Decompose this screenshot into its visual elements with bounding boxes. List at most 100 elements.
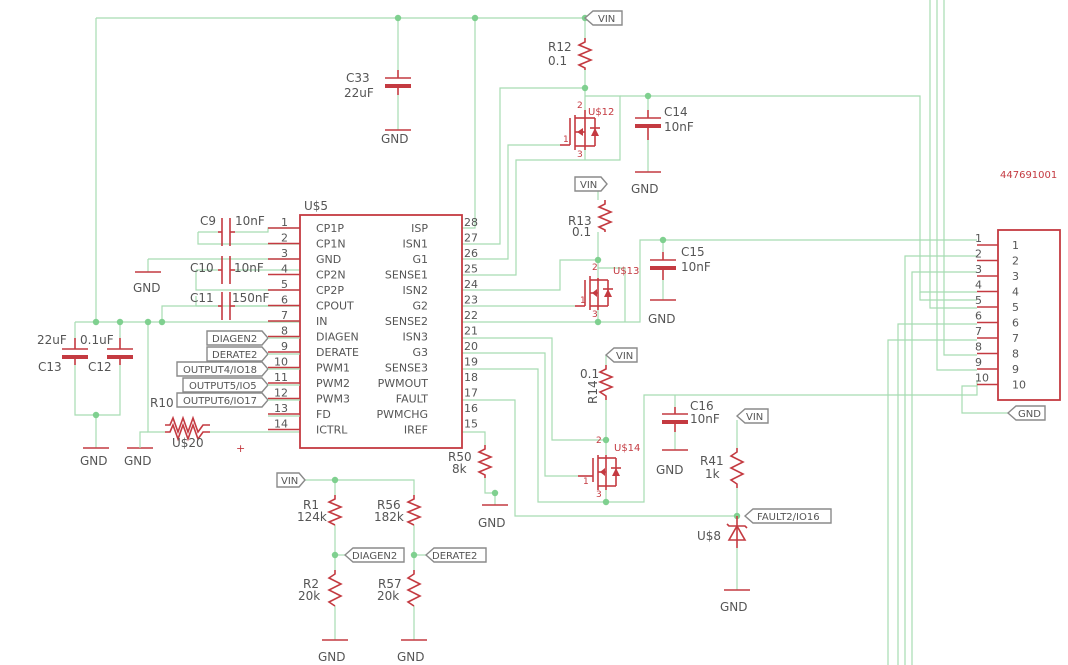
- r57-name: R57: [378, 577, 402, 591]
- ic-pin-name: G1: [412, 253, 428, 266]
- connector-pin-number: 9: [975, 356, 982, 369]
- q13-pin-source: 3: [592, 310, 598, 320]
- ic-pin-number: 17: [464, 387, 478, 400]
- c15-name: C15: [681, 245, 705, 259]
- r50-value: 8k: [452, 462, 467, 476]
- connector-pin-name: 5: [1012, 301, 1019, 314]
- mosfet-u12[interactable]: U$12 1 2 3: [560, 101, 614, 160]
- capacitor-c33[interactable]: C33 22uF: [344, 70, 411, 100]
- ic-pin-name: CP2N: [316, 269, 346, 282]
- svg-text:GND: GND: [656, 463, 684, 477]
- resistor-r13[interactable]: R13 0.1: [568, 200, 614, 239]
- resistor-r1[interactable]: R1 124k: [297, 495, 344, 526]
- ic-pin-name: DIAGEN: [316, 331, 359, 344]
- tag-vin-r41: VIN: [735, 408, 769, 424]
- q13-pin-gate: 1: [580, 296, 586, 306]
- svg-text:OUTPUT4/IO18: OUTPUT4/IO18: [183, 365, 257, 376]
- q12-pin-source: 3: [577, 150, 583, 160]
- c33-value: 22uF: [344, 86, 374, 100]
- ic-pin-number: 7: [281, 309, 288, 322]
- ic-pin-number: 8: [281, 325, 288, 338]
- connector-pin-name: 8: [1012, 348, 1019, 361]
- c11-name: C11: [190, 291, 214, 305]
- connector-pin-number: 1: [975, 232, 982, 245]
- gnd-fd: GND: [124, 431, 153, 468]
- ic-pin-number: 21: [464, 325, 478, 338]
- c16-name: C16: [690, 399, 714, 413]
- ic-pin-name: IN: [316, 315, 327, 328]
- capacitor-c11[interactable]: C11 150nF: [190, 291, 270, 320]
- ic-pin-name: SENSE3: [385, 362, 428, 375]
- svg-text:DERATE2: DERATE2: [212, 350, 257, 361]
- ic-right-pins: 28ISP27ISN126G125SENSE124ISN223G222SENSE…: [377, 216, 478, 437]
- gnd-r2: GND: [318, 639, 348, 664]
- ic-pin-number: 5: [281, 278, 288, 291]
- connector-pin-number: 5: [975, 294, 982, 307]
- capacitor-c10[interactable]: C10 10nF: [190, 256, 264, 284]
- svg-text:GND: GND: [478, 516, 506, 530]
- capacitor-c12[interactable]: 0.1uF C12: [80, 333, 133, 374]
- q12-pin-gate: 1: [563, 135, 569, 145]
- resistor-r57[interactable]: R57 20k: [377, 570, 422, 607]
- diode-u8[interactable]: U$8: [697, 516, 748, 548]
- tag-fault2: FAULT2/IO16: [743, 508, 832, 524]
- resistor-r2[interactable]: R2 20k: [298, 570, 343, 607]
- resistor-r56[interactable]: R56 182k: [374, 495, 423, 526]
- ic-pin-number: 18: [464, 371, 478, 384]
- r41-value: 1k: [705, 467, 720, 481]
- capacitor-c15[interactable]: C15 10nF: [650, 245, 711, 280]
- svg-text:DIAGEN2: DIAGEN2: [352, 551, 397, 562]
- tag-gnd-conn: GND: [1006, 405, 1046, 421]
- ic-pin-name: DERATE: [316, 346, 359, 359]
- ic-pin-name: G3: [412, 346, 428, 359]
- svg-text:GND: GND: [720, 600, 748, 614]
- mosfet-u13[interactable]: U$13 1 2 3: [575, 263, 639, 320]
- connector-name: 447691001: [1000, 170, 1057, 181]
- resistor-r41[interactable]: R41 1k: [700, 448, 745, 488]
- capacitor-c16[interactable]: C16 10nF: [662, 399, 720, 432]
- ic-pin-name: IREF: [404, 424, 428, 437]
- tag-vin-r14: VIN: [604, 347, 638, 363]
- tag-vin-top: VIN: [583, 10, 623, 26]
- svg-text:VIN: VIN: [616, 351, 633, 362]
- c13-name: C13: [38, 360, 62, 374]
- ic-pin-number: 3: [281, 247, 288, 260]
- ic-pin-number: 13: [274, 402, 288, 415]
- connector-pin-number: 4: [975, 279, 982, 292]
- c9-name: C9: [200, 214, 216, 228]
- r10-name: R10: [150, 396, 174, 410]
- r57-value: 20k: [377, 589, 399, 603]
- capacitor-c9[interactable]: C9 10nF: [200, 214, 265, 246]
- svg-text:VIN: VIN: [281, 476, 298, 487]
- svg-text:OUTPUT6/IO17: OUTPUT6/IO17: [183, 396, 257, 407]
- r1-value: 124k: [297, 510, 327, 524]
- capacitor-c13[interactable]: 22uF C13: [37, 333, 88, 374]
- tag-diagen2-div: DIAGEN2: [343, 547, 405, 563]
- mosfet-u14[interactable]: U$14 1 2 3: [578, 436, 640, 500]
- r12-value: 0.1: [548, 54, 567, 68]
- ic-pin-number: 15: [464, 418, 478, 431]
- r13-name: R13: [568, 214, 592, 228]
- ic-pin-number: 26: [464, 247, 478, 260]
- resistor-r14[interactable]: R14 0.1: [580, 365, 615, 404]
- svg-text:GND: GND: [124, 454, 152, 468]
- resistor-r12[interactable]: R12 0.1: [548, 38, 594, 70]
- ic-pin-name: SENSE2: [385, 315, 428, 328]
- connector-pin-name: 10: [1012, 379, 1026, 392]
- connector-pin-name: 7: [1012, 332, 1019, 345]
- gnd-ic-pin3: GND: [133, 271, 161, 295]
- connector-pin-number: 6: [975, 310, 982, 323]
- capacitor-c14[interactable]: C14 10nF: [635, 105, 694, 140]
- c15-value: 10nF: [681, 260, 711, 274]
- ic-pin-number: 4: [281, 263, 288, 276]
- resistor-r50[interactable]: R50 8k: [448, 445, 494, 478]
- ic-pin-name: ISP: [411, 222, 428, 235]
- q14-name: U$14: [614, 443, 640, 454]
- r56-value: 182k: [374, 510, 404, 524]
- r2-name: R2: [303, 577, 319, 591]
- q13-name: U$13: [613, 266, 639, 277]
- q14-pin-source: 3: [596, 490, 602, 500]
